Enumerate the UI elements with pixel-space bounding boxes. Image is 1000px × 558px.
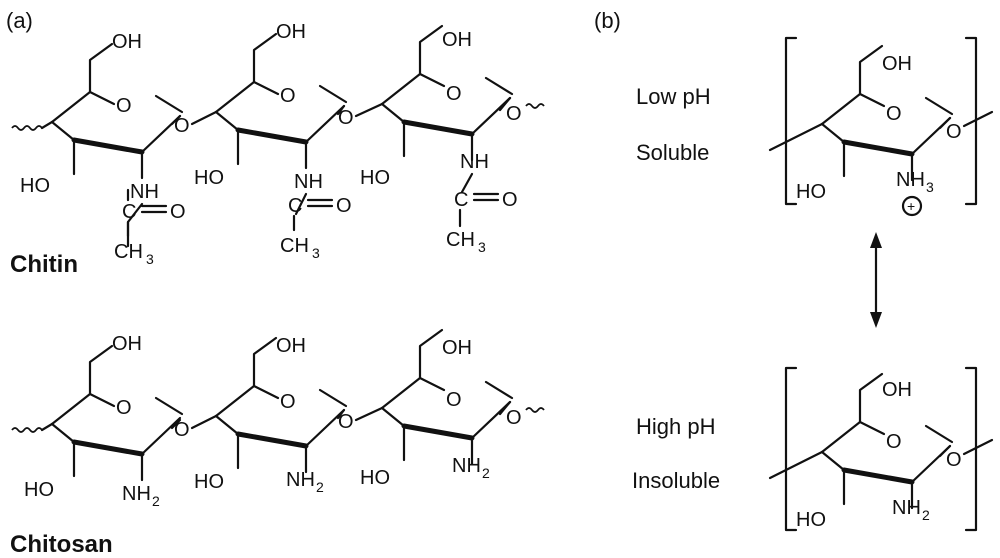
svg-text:O: O xyxy=(116,95,132,117)
high-ph-label: High pH xyxy=(636,414,715,439)
svg-text:OH: OH xyxy=(442,337,472,359)
chitosan-link-o-2: O xyxy=(338,411,354,433)
svg-text:O: O xyxy=(170,201,186,223)
chitosan-unit-3: OH O HO NH 2 xyxy=(360,330,512,489)
chitosan-unit-1: OH O HO NH 2 xyxy=(24,333,182,509)
svg-text:CH: CH xyxy=(114,241,143,263)
chitin-unit-3: OH O HO NH xyxy=(360,26,512,194)
svg-text:OH: OH xyxy=(276,21,306,43)
svg-text:2: 2 xyxy=(922,507,930,523)
chitin-link-o-2: O xyxy=(338,107,354,129)
svg-text:3: 3 xyxy=(146,251,154,267)
svg-text:CH: CH xyxy=(446,229,475,251)
svg-text:O: O xyxy=(280,391,296,413)
svg-text:OH: OH xyxy=(882,379,912,401)
svg-text:HO: HO xyxy=(20,175,50,197)
chitin-unit-1: OH O HO NH C xyxy=(20,31,182,248)
insoluble-label: Insoluble xyxy=(632,468,720,493)
svg-text:3: 3 xyxy=(478,239,486,255)
svg-text:OH: OH xyxy=(276,335,306,357)
svg-text:HO: HO xyxy=(194,471,224,493)
positive-charge-icon xyxy=(901,195,923,217)
chitin-acetyl-3: C O CH 3 xyxy=(446,189,518,255)
svg-text:HO: HO xyxy=(24,479,54,501)
svg-text:NH: NH xyxy=(286,469,315,491)
svg-text:NH: NH xyxy=(294,171,323,193)
svg-text:HO: HO xyxy=(360,467,390,489)
neutral-amine: NH xyxy=(892,497,921,519)
low-ph-label: Low pH xyxy=(636,84,711,109)
chitosan-link-o-1: O xyxy=(174,419,190,441)
svg-text:O: O xyxy=(446,83,462,105)
neutral-chitosan: High pH Insoluble OH O HO NH 2 O xyxy=(632,366,994,532)
chitin-acetyl-1: C O CH 3 xyxy=(114,188,186,267)
chitin-unit-2: OH O HO NH xyxy=(194,21,346,216)
chitosan-structure: OH O HO NH 2 O OH O HO NH 2 O OH O HO NH… xyxy=(10,330,545,558)
chitin-link-o-1: O xyxy=(174,115,190,137)
chitosan-left-terminal xyxy=(11,427,43,433)
protonated-chitosan: Low pH Soluble OH O HO NH 3 O + xyxy=(636,36,994,217)
svg-text:OH: OH xyxy=(112,333,142,355)
svg-text:O: O xyxy=(502,189,518,211)
svg-text:OH: OH xyxy=(882,53,912,75)
svg-text:O: O xyxy=(336,195,352,217)
svg-text:C: C xyxy=(454,189,468,211)
chitosan-name: Chitosan xyxy=(10,531,113,558)
svg-text:2: 2 xyxy=(316,479,324,495)
svg-text:C: C xyxy=(288,195,302,217)
chitin-name: Chitin xyxy=(10,251,78,278)
svg-text:HO: HO xyxy=(796,509,826,531)
left-bracket-top xyxy=(784,36,798,206)
svg-text:OH: OH xyxy=(442,29,472,51)
panel-a-label: (a) xyxy=(6,8,33,33)
svg-text:C: C xyxy=(122,201,136,223)
svg-text:O: O xyxy=(886,103,902,125)
chitin-right-o: O xyxy=(506,103,522,125)
svg-text:NH: NH xyxy=(452,455,481,477)
svg-text:O: O xyxy=(946,449,962,471)
svg-text:HO: HO xyxy=(360,167,390,189)
svg-text:HO: HO xyxy=(194,167,224,189)
svg-text:+: + xyxy=(907,198,915,214)
panel-b-label: (b) xyxy=(594,8,621,33)
chitin-acetyl-2: C O CH 3 xyxy=(280,195,352,261)
svg-text:CH: CH xyxy=(280,235,309,257)
svg-text:2: 2 xyxy=(482,465,490,481)
svg-text:3: 3 xyxy=(926,179,934,195)
chitosan-right-o: O xyxy=(506,407,522,429)
protonated-amine: NH xyxy=(896,169,925,191)
svg-text:O: O xyxy=(446,389,462,411)
svg-text:2: 2 xyxy=(152,493,160,509)
svg-text:O: O xyxy=(946,121,962,143)
svg-text:NH: NH xyxy=(460,151,489,173)
svg-text:O: O xyxy=(886,431,902,453)
svg-text:NH: NH xyxy=(130,181,159,203)
svg-text:OH: OH xyxy=(112,31,142,53)
svg-text:O: O xyxy=(116,397,132,419)
soluble-label: Soluble xyxy=(636,140,709,165)
svg-text:NH: NH xyxy=(122,483,151,505)
svg-text:3: 3 xyxy=(312,245,320,261)
chitosan-unit-2: OH O HO NH 2 xyxy=(194,335,346,495)
svg-text:HO: HO xyxy=(796,181,826,203)
svg-text:O: O xyxy=(280,85,296,107)
equilibrium-arrow-icon xyxy=(870,232,882,328)
chitin-structure: OH O HO NH C C O CH 3 O OH O HO NH xyxy=(10,21,545,278)
chitin-left-terminal xyxy=(11,125,43,131)
